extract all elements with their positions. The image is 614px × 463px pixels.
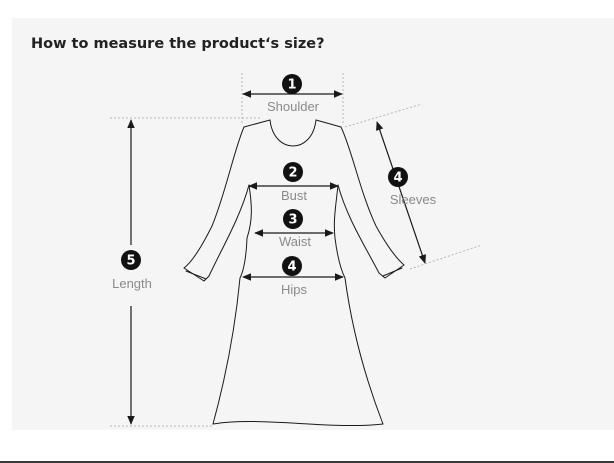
sleeves-arrow-icon bbox=[376, 121, 426, 264]
measure-hips: 4 Hips bbox=[281, 256, 308, 297]
measure-label: Length bbox=[112, 276, 152, 291]
measure-label: Waist bbox=[279, 234, 311, 249]
measurement-arrows bbox=[127, 90, 426, 425]
measure-length: 5 Length bbox=[112, 250, 152, 291]
badge-number: 2 bbox=[288, 166, 297, 181]
measure-waist: 3 Waist bbox=[279, 209, 311, 249]
number-badge bbox=[121, 250, 141, 270]
measure-label: Sleeves bbox=[390, 192, 437, 207]
size-guide-panel bbox=[12, 18, 614, 430]
badge-number: 4 bbox=[287, 260, 296, 275]
measure-shoulder: 1 Shoulder bbox=[267, 74, 320, 114]
page-title: How to measure the product‘s size? bbox=[31, 36, 325, 52]
badge-number: 3 bbox=[288, 213, 297, 228]
measure-bust: 2 Bust bbox=[281, 162, 307, 203]
badge-number: 1 bbox=[287, 78, 296, 93]
measure-label: Bust bbox=[281, 188, 307, 203]
number-badge bbox=[283, 209, 303, 229]
guide-lines bbox=[110, 73, 483, 427]
number-badge bbox=[388, 167, 408, 187]
badge-number: 4 bbox=[393, 171, 402, 186]
measure-label: Hips bbox=[281, 282, 308, 297]
measure-sleeves: 4 Sleeves bbox=[388, 167, 437, 207]
number-badge bbox=[282, 74, 302, 94]
divider bbox=[0, 461, 614, 463]
number-badge bbox=[283, 162, 303, 182]
number-badge bbox=[282, 256, 302, 276]
measure-label: Shoulder bbox=[267, 99, 320, 114]
badge-number: 5 bbox=[126, 254, 135, 269]
